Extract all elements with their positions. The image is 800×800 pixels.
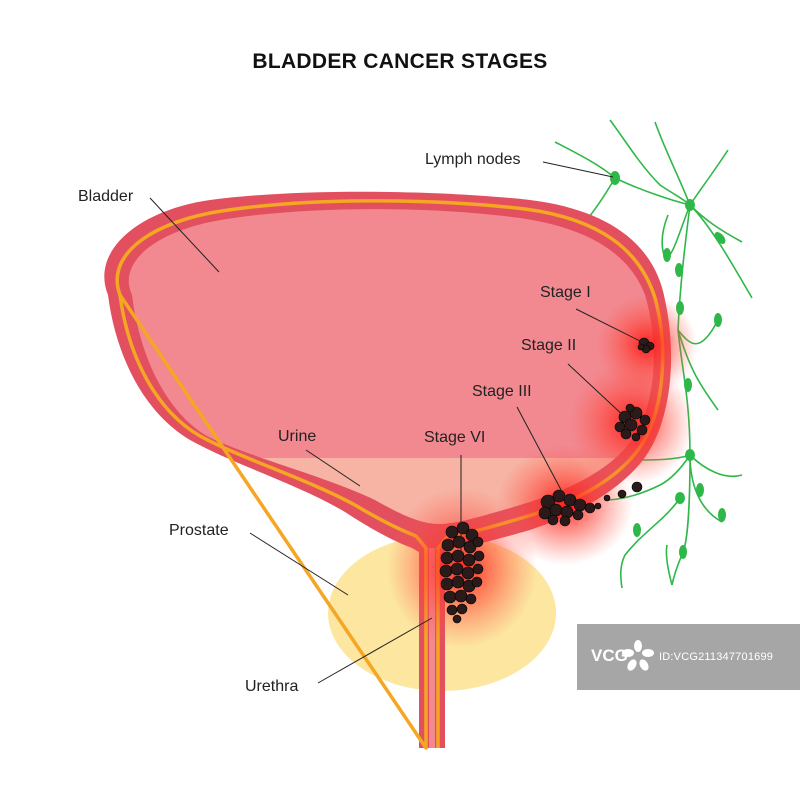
diagram-title: BLADDER CANCER STAGES [252, 50, 548, 73]
tumor-stage-6 [439, 521, 485, 624]
tumor-stage-3 [538, 481, 643, 527]
label-bladder: Bladder [78, 188, 134, 205]
leader-lines [149, 161, 645, 684]
label-lymph-nodes: Lymph nodes [425, 151, 521, 168]
label-stage-1: Stage I [540, 284, 591, 301]
label-urethra: Urethra [245, 678, 299, 695]
label-stage-6: Stage VI [424, 429, 486, 446]
lymph-node-markers [610, 171, 726, 559]
watermark-flower-icon [622, 640, 654, 671]
watermark-id: ID:VCG211347701699 [659, 651, 774, 663]
label-stage-2: Stage II [521, 337, 577, 354]
label-prostate: Prostate [169, 522, 229, 539]
label-urine: Urine [278, 428, 317, 445]
watermark: VCG ID:VCG211347701699 [577, 624, 800, 690]
urethra-lumen [429, 548, 435, 748]
label-stage-3: Stage III [472, 383, 532, 400]
watermark-logo: VCG [591, 646, 628, 665]
bladder-interior [128, 209, 654, 525]
